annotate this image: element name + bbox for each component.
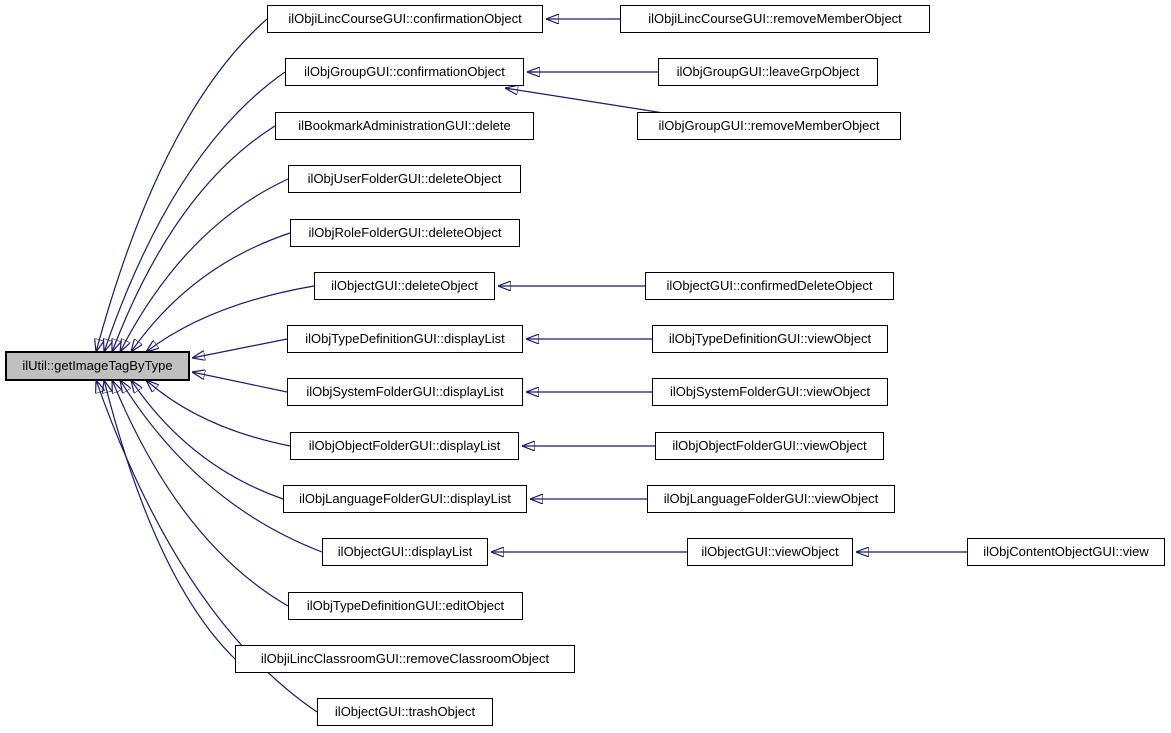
node-ilobjilinccoursegui-removememberobject[interactable]: ilObjiLincCourseGUI::removeMemberObject [620,5,930,33]
node-ilobjectgui-trashobject[interactable]: ilObjectGUI::trashObject [317,698,493,726]
node-ilobjilinccoursegui-confirmationobject[interactable]: ilObjiLincCourseGUI::confirmationObject [267,5,543,33]
edge-object-trashObject-to-main [96,380,318,713]
node-ilbookmarkadministrationgui-delete[interactable]: ilBookmarkAdministrationGUI::delete [275,112,534,140]
edge-sysfolder-displayList-to-main [192,372,288,393]
focus-node: ilUtil::getImageTagByType [5,351,190,381]
node-ilobjectgui-displaylist[interactable]: ilObjectGUI::displayList [322,538,488,566]
edge-confirmationObject-group-to-main [104,71,286,352]
node-ilobjsystemfoldergui-displaylist[interactable]: ilObjSystemFolderGUI::displayList [287,378,523,406]
edge-confirmationObject-ilinc-to-main [96,18,268,352]
node-ilobjectgui-confirmeddeleteobject[interactable]: ilObjectGUI::confirmedDeleteObject [645,272,894,300]
node-ilobjsystemfoldergui-viewobject[interactable]: ilObjSystemFolderGUI::viewObject [652,378,888,406]
edge-rolefolder-deleteObject-to-main [131,232,291,352]
node-ilobjgroupgui-leavegrpobject[interactable]: ilObjGroupGUI::leaveGrpObject [658,58,878,86]
edge-userfolder-deleteObject-to-main [120,178,289,352]
node-ilobjectgui-viewobject[interactable]: ilObjectGUI::viewObject [687,538,853,566]
node-ilobjobjectfoldergui-displaylist[interactable]: ilObjObjectFolderGUI::displayList [290,432,519,460]
edge-objfolder-displayList-to-main [146,380,291,447]
node-ilobjtypedefinitiongui-viewobject[interactable]: ilObjTypeDefinitionGUI::viewObject [652,325,888,353]
node-ilobjlanguagefoldergui-viewobject[interactable]: ilObjLanguageFolderGUI::viewObject [647,485,895,513]
edge-removeMember-group-to-confirmation [505,88,671,115]
node-ilobjectgui-deleteobject[interactable]: ilObjectGUI::deleteObject [314,272,495,300]
edge-typedef-editObject-to-main [112,380,289,607]
node-ilobjobjectfoldergui-viewobject[interactable]: ilObjObjectFolderGUI::viewObject [655,432,884,460]
node-ilobjrolefoldergui-deleteobject[interactable]: ilObjRoleFolderGUI::deleteObject [290,219,520,247]
node-ilobjlanguagefoldergui-displaylist[interactable]: ilObjLanguageFolderGUI::displayList [283,485,527,513]
edge-typedef-displayList-to-main [192,338,288,358]
edge-object-deleteObject-to-main [146,285,315,352]
edge-classroom-remove-to-main [104,380,236,660]
node-ilobjuserfoldergui-deleteobject[interactable]: ilObjUserFolderGUI::deleteObject [288,165,521,193]
node-ilobjtypedefinitiongui-editobject[interactable]: ilObjTypeDefinitionGUI::editObject [288,592,523,620]
node-ilobjcontentobjectgui-view[interactable]: ilObjContentObjectGUI::view [967,538,1165,566]
node-ilobjtypedefinitiongui-displaylist[interactable]: ilObjTypeDefinitionGUI::displayList [287,325,523,353]
edge-bookmark-delete-to-main [112,125,276,352]
edge-object-displayList-to-main [120,380,323,553]
edge-langfolder-displayList-to-main [131,380,284,500]
node-ilobjgroupgui-removememberobject[interactable]: ilObjGroupGUI::removeMemberObject [637,112,901,140]
node-ilobjgroupgui-confirmationobject[interactable]: ilObjGroupGUI::confirmationObject [285,58,524,86]
node-ilobjilincclassroomgui-removeclassroomobject[interactable]: ilObjiLincClassroomGUI::removeClassroomO… [235,645,575,673]
